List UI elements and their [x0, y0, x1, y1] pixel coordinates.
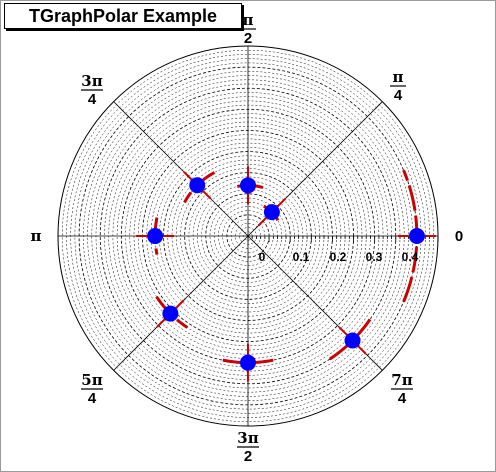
svg-text:π: π	[393, 68, 404, 86]
radial-label-0.4: 0.4	[402, 250, 419, 264]
svg-text:3π: 3π	[237, 429, 258, 447]
svg-text:π: π	[31, 227, 42, 245]
angle-label-3pi-over-4: 3π 4	[81, 72, 103, 108]
data-point-5	[162, 305, 179, 322]
data-layer	[136, 166, 436, 382]
svg-text:0: 0	[455, 228, 463, 245]
svg-text:4: 4	[398, 390, 407, 407]
radial-label-0.2: 0.2	[330, 250, 347, 264]
angle-label-7pi-over-4: 7π 4	[391, 371, 413, 407]
svg-text:2: 2	[244, 30, 252, 47]
svg-text:3π: 3π	[81, 72, 102, 90]
svg-text:4: 4	[88, 390, 97, 407]
data-point-7	[344, 332, 361, 349]
angle-label-pi-over-4: π 4	[390, 68, 406, 104]
radial-label-0.1: 0.1	[293, 250, 310, 264]
canvas-title: TGraphPolar Example	[4, 3, 242, 29]
angle-label-5pi-over-4: 5π 4	[81, 371, 103, 407]
angle-label-3pi-over-2: 3π 2	[237, 429, 259, 465]
data-point-1	[263, 204, 280, 221]
svg-text:2: 2	[244, 448, 252, 465]
polar-grid-spoke	[113, 101, 249, 237]
svg-text:4: 4	[394, 87, 403, 104]
radial-label-0: 0	[259, 250, 266, 264]
data-point-3	[189, 177, 206, 194]
angle-label-pi-over-2: π 2	[240, 11, 256, 47]
data-point-2	[239, 177, 256, 194]
radial-label-0.3: 0.3	[366, 250, 383, 264]
data-point-6	[239, 354, 256, 371]
svg-text:π: π	[243, 11, 254, 29]
angular-error-bar-7	[328, 316, 373, 361]
data-point-0	[408, 228, 425, 244]
svg-text:5π: 5π	[81, 371, 102, 389]
angle-label-pi: π	[31, 227, 42, 245]
angle-label-0: 0	[455, 228, 463, 245]
svg-text:7π: 7π	[391, 371, 412, 389]
data-point-4	[147, 228, 164, 245]
svg-text:4: 4	[88, 91, 97, 108]
